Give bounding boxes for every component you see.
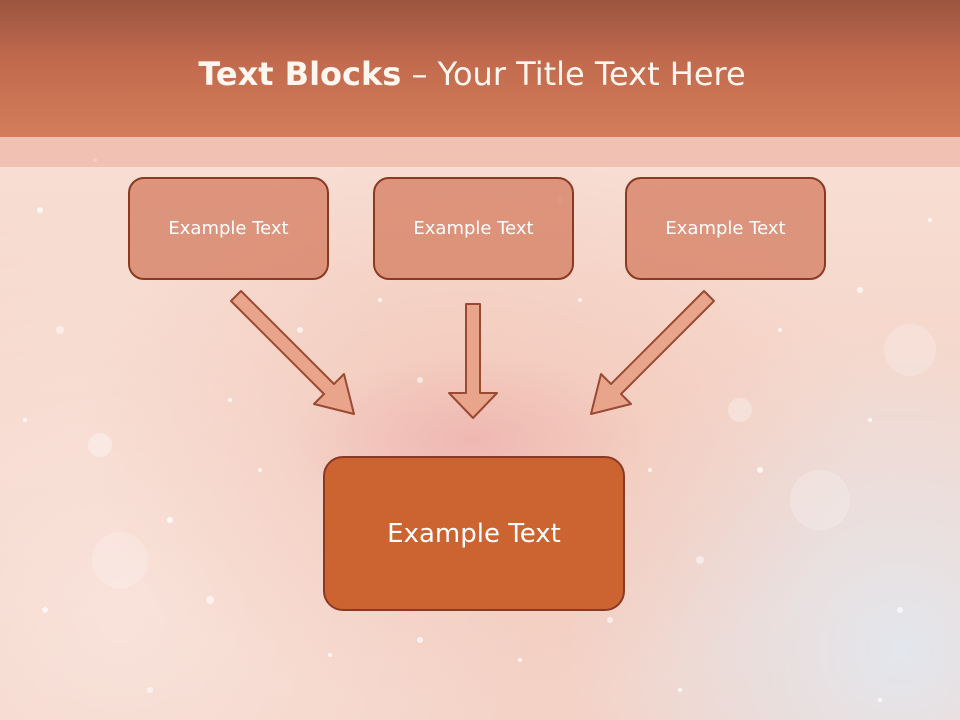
- text-block-top-right[interactable]: Example Text: [625, 177, 826, 280]
- text-block-top-left[interactable]: Example Text: [128, 177, 329, 280]
- title-rest-text: Your Title Text Here: [437, 55, 746, 93]
- page-title: Text Blocks – Your Title Text Here: [0, 55, 944, 93]
- title-bar: [0, 0, 960, 137]
- text-block-target[interactable]: Example Text: [323, 456, 625, 611]
- text-block-top-center[interactable]: Example Text: [373, 177, 574, 280]
- text-block-label: Example Text: [387, 518, 561, 549]
- title-bar-band: [0, 137, 960, 167]
- text-block-label: Example Text: [413, 218, 534, 239]
- text-block-label: Example Text: [168, 218, 289, 239]
- text-block-label: Example Text: [665, 218, 786, 239]
- title-separator: –: [411, 55, 428, 93]
- title-bold-text: Text Blocks: [198, 55, 402, 93]
- arrow-down-icon: [448, 303, 498, 419]
- arrow-down-right-icon: [230, 290, 355, 415]
- arrow-down-left-icon: [590, 290, 715, 415]
